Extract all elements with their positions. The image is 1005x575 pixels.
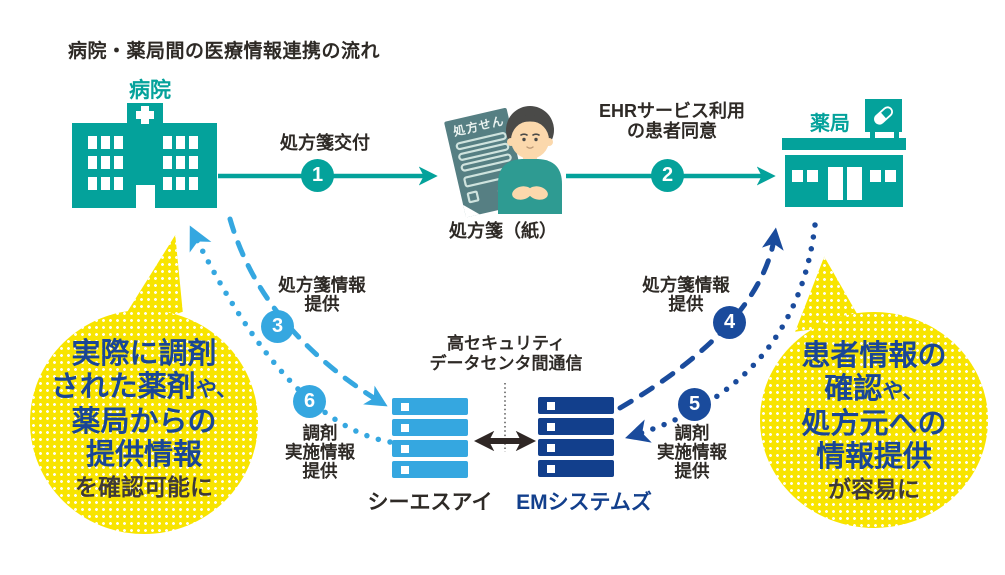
csi-server-label: シーエスアイ <box>367 491 493 514</box>
bubble-line: 患者情報の <box>801 340 947 372</box>
step5-label: 調剤 実施情報 提供 <box>657 423 727 481</box>
patient-figure <box>498 106 562 214</box>
step6-badge: 6 <box>293 385 326 418</box>
step4-arrow <box>617 227 784 411</box>
pharmacy-label: 薬局 <box>810 113 850 135</box>
server-bar <box>392 461 468 478</box>
bubble-line: を確認可能に <box>75 474 213 500</box>
hospital-label: 病院 <box>129 79 171 102</box>
pharmacy-building-icon <box>782 99 906 207</box>
server-bar <box>538 397 614 414</box>
capsule-icon <box>874 106 893 125</box>
server-bar <box>538 460 614 477</box>
right-bubble-text: 患者情報の 確認や、 処方元への 情報提供 が容易に <box>760 340 988 505</box>
bubble-line: 処方元への <box>801 408 947 440</box>
step3-badge: 3 <box>261 310 294 343</box>
bubble-line: 提供情報 <box>85 439 202 471</box>
patient-hands <box>512 186 548 200</box>
secure-link-label: 高セキュリティ データセンタ間通信 <box>429 334 583 373</box>
left-benefit-bubble: 実際に調剤 された薬剤や、 薬局からの 提供情報 を確認可能に <box>30 310 258 534</box>
hospital-cross-icon <box>136 106 154 124</box>
bubble-line: 確認や、 <box>824 373 924 405</box>
bubble-line: 情報提供 <box>815 441 932 473</box>
hospital-windows <box>88 136 198 208</box>
em-server-label: EMシステムズ <box>516 491 652 514</box>
server-bar <box>392 440 468 457</box>
prescription-caption: 処方箋（紙） <box>449 221 557 241</box>
step2-badge: 2 <box>651 159 684 192</box>
step5-badge: 5 <box>678 388 711 421</box>
patient-person-icon: 処方せん <box>444 106 562 218</box>
bubble-line: が容易に <box>828 476 920 502</box>
step4-badge: 4 <box>713 306 746 339</box>
step1-badge: 1 <box>301 159 334 192</box>
step1-label: 処方箋交付 <box>280 133 370 153</box>
server-stack-icon-csi <box>392 398 468 478</box>
step4-label: 処方箋情報 提供 <box>642 275 730 314</box>
server-bar <box>392 398 468 415</box>
step3-label: 処方箋情報 提供 <box>278 275 366 314</box>
bubble-line: 薬局からの <box>71 406 217 438</box>
server-bar <box>392 419 468 436</box>
server-stack-icon-em <box>538 397 614 477</box>
hospital-building-icon <box>72 103 217 208</box>
step2-label: EHRサービス利用 の患者同意 <box>598 101 745 141</box>
right-benefit-bubble: 患者情報の 確認や、 処方元への 情報提供 が容易に <box>760 312 988 528</box>
server-bar <box>538 418 614 435</box>
left-bubble-text: 実際に調剤 された薬剤や、 薬局からの 提供情報 を確認可能に <box>30 338 258 503</box>
pharmacy-windows <box>792 167 896 200</box>
page-title: 病院・薬局間の医療情報連携の流れ <box>68 41 381 62</box>
hospital-door <box>136 185 155 208</box>
bubble-line: された薬剤や、 <box>50 371 238 403</box>
server-bar <box>538 439 614 456</box>
step6-label: 調剤 実施情報 提供 <box>285 423 355 481</box>
bubble-line: 実際に調剤 <box>71 338 217 370</box>
